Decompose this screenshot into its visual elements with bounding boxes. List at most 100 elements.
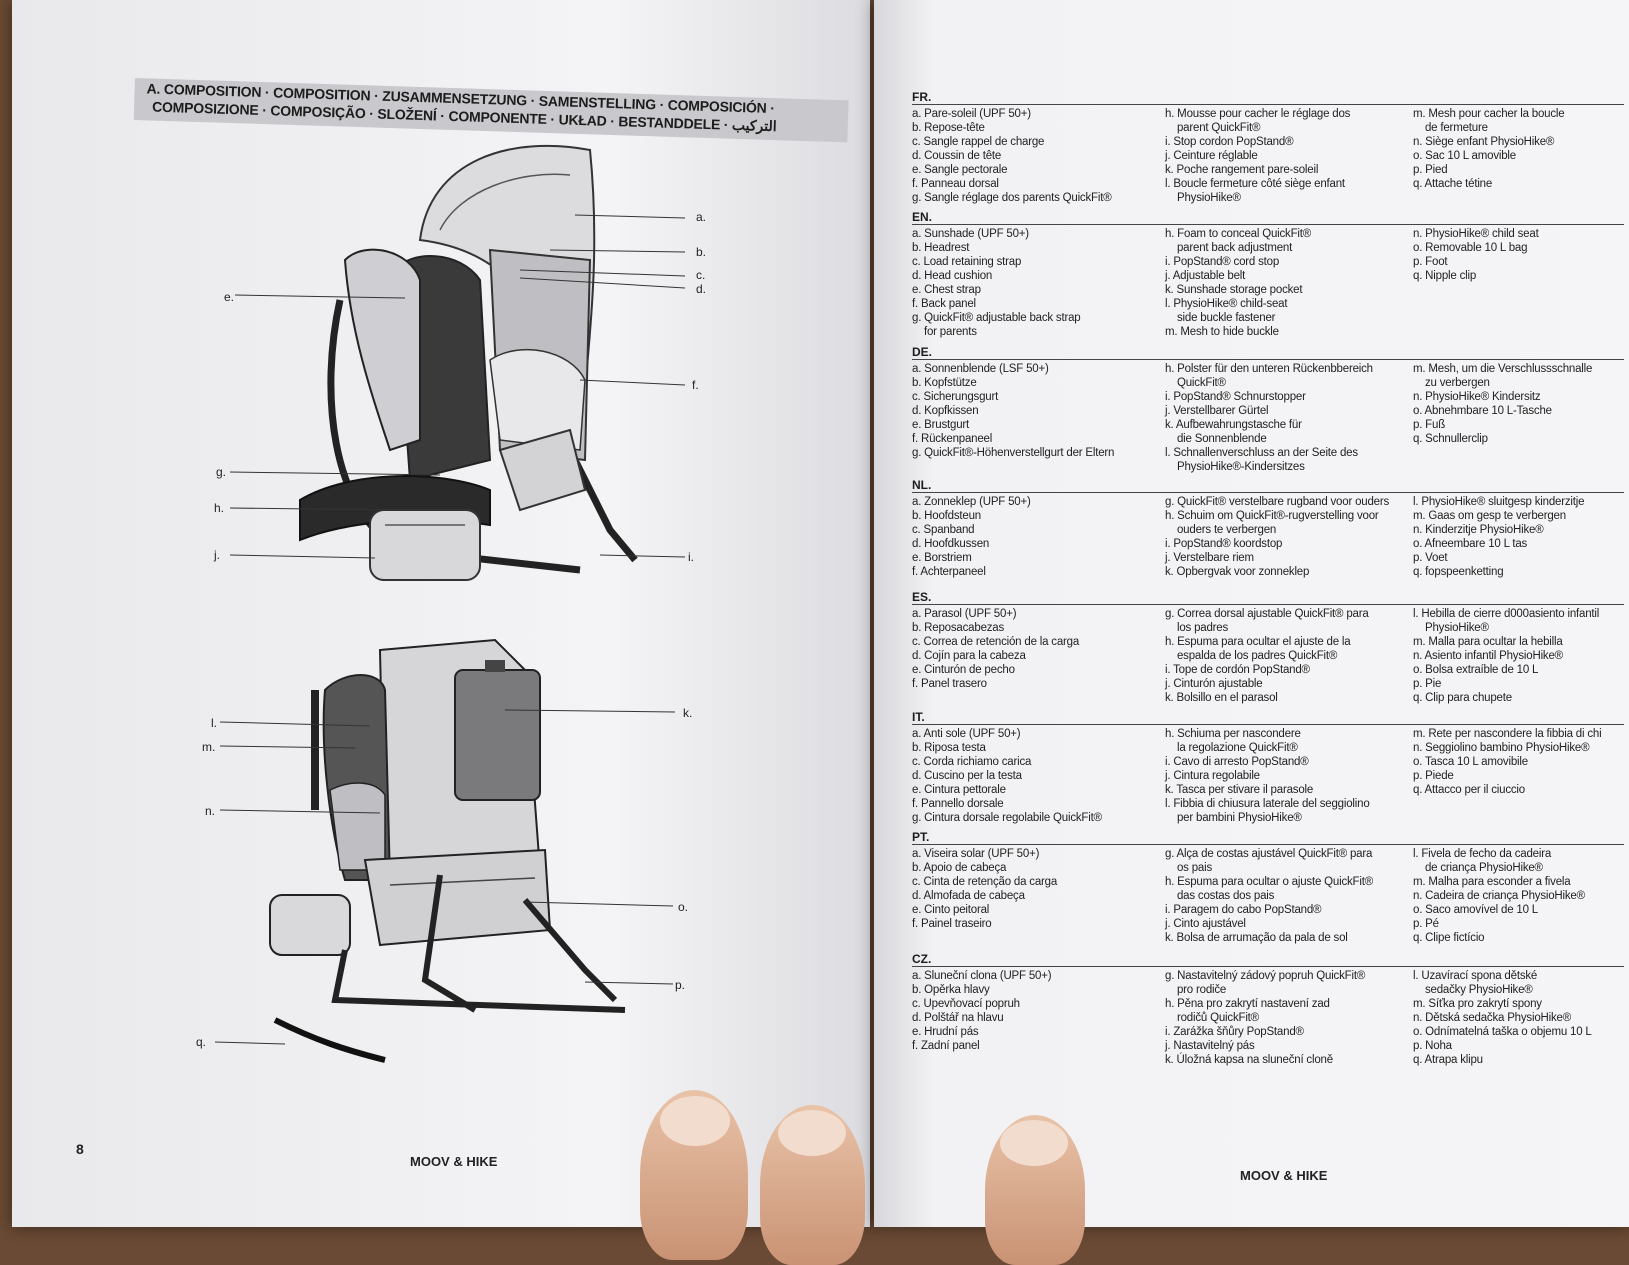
part-item: i. Cavo di arresto PopStand® <box>1165 756 1309 768</box>
part-item: p. Pé <box>1413 918 1439 930</box>
carrier-front-illustration <box>229 144 686 581</box>
part-item: b. Riposa testa <box>912 742 986 754</box>
lang-code: NL. <box>912 478 932 492</box>
label-e: e. <box>224 290 235 304</box>
part-item: c. Sicherungsgurt <box>912 391 999 403</box>
part-item: m. Síťka pro zakrytí spony <box>1413 998 1542 1010</box>
part-item: g. Alça de costas ajustável QuickFit® pa… <box>1165 848 1373 874</box>
part-item: l. Uzavírací spona dětské sedačky Physio… <box>1413 970 1538 996</box>
part-item: p. Noha <box>1413 1040 1452 1052</box>
part-item: k. Tasca per stivare il parasole <box>1165 784 1314 796</box>
part-item: l. Boucle fermeture côté siège enfant Ph… <box>1165 178 1345 204</box>
part-item: q. Schnullerclip <box>1413 433 1488 445</box>
part-item: f. Zadní panel <box>912 1040 980 1052</box>
parts-column: h. Polster für den unteren Rückenbbereic… <box>1165 362 1413 474</box>
parts-column: l. Uzavírací spona dětské sedačky Physio… <box>1413 969 1624 1067</box>
parts-column: g. QuickFit® verstelbare rugband voor ou… <box>1165 495 1413 579</box>
part-item: b. Opěrka hlavy <box>912 984 990 996</box>
label-k: k. <box>683 706 693 720</box>
part-item: l. Fivela de fecho da cadeira de criança… <box>1413 848 1552 874</box>
part-item: b. Headrest <box>912 242 970 254</box>
part-item: q. Clipe fictício <box>1413 932 1485 944</box>
label-h: h. <box>214 501 225 515</box>
section-rule <box>912 966 1624 967</box>
part-item: d. Almofada de cabeça <box>912 890 1025 902</box>
part-item: p. Voet <box>1413 552 1448 564</box>
part-item: n. Seggiolino bambino PhysioHike® <box>1413 742 1590 754</box>
part-item: p. Piede <box>1413 770 1454 782</box>
section-rule <box>912 844 1624 845</box>
part-item: f. Panneau dorsal <box>912 178 999 190</box>
finger-nail <box>1000 1120 1068 1166</box>
part-item: d. Kopfkissen <box>912 405 979 417</box>
part-item: g. QuickFit® adjustable back strap for p… <box>912 312 1081 338</box>
parts-column: g. Nastavitelný zádový popruh QuickFit® … <box>1165 969 1413 1067</box>
parts-column: h. Foam to conceal QuickFit® parent back… <box>1165 227 1413 339</box>
part-item: a. Sonnenblende (LSF 50+) <box>912 363 1049 375</box>
label-i: i. <box>688 550 694 564</box>
part-item: e. Sangle pectorale <box>912 164 1008 176</box>
lang-section-cz: CZ.a. Sluneční clona (UPF 50+)b. Opěrka … <box>912 952 1624 1067</box>
lang-section-pt: PT. a. Viseira solar (UPF 50+)b. Apoio de… <box>912 830 1624 945</box>
part-item: k. Sunshade storage pocket <box>1165 284 1303 296</box>
parts-column: m. Mesh pour cacher la boucle de fermetu… <box>1413 107 1624 205</box>
label-c: c. <box>696 268 706 282</box>
part-item: h. Schuim om QuickFit®-rugverstelling vo… <box>1165 510 1379 536</box>
lang-code: PT. <box>912 830 930 844</box>
part-item: b. Hoofdsteun <box>912 510 982 522</box>
part-item: i. PopStand® cord stop <box>1165 256 1280 268</box>
part-item: l. Fibbia di chiusura laterale del seggi… <box>1165 798 1370 824</box>
part-item: i. Stop cordon PopStand® <box>1165 136 1294 148</box>
finger-nail <box>660 1096 730 1146</box>
part-item: n. Asiento infantil PhysioHike® <box>1413 650 1563 662</box>
part-item: d. Coussin de tête <box>912 150 1002 162</box>
part-item: i. Paragem do cabo PopStand® <box>1165 904 1322 916</box>
part-item: c. Correa de retención de la carga <box>912 636 1080 648</box>
part-item: q. Atrapa klipu <box>1413 1054 1483 1066</box>
part-item: d. Polštář na hlavu <box>912 1012 1004 1024</box>
part-item: l. PhysioHike® sluitgesp kinderzitje <box>1413 496 1585 508</box>
part-item: e. Cinto peitoral <box>912 904 990 916</box>
part-item: a. Viseira solar (UPF 50+) <box>912 848 1040 860</box>
part-item: l. Schnallenverschluss an der Seite des … <box>1165 447 1358 473</box>
part-item: b. Kopfstütze <box>912 377 977 389</box>
parts-column: h. Schiuma per nascondere la regolazione… <box>1165 727 1413 825</box>
parts-columns: a. Viseira solar (UPF 50+)b. Apoio de ca… <box>912 847 1624 945</box>
part-item: m. Mesh pour cacher la boucle de fermetu… <box>1413 108 1565 134</box>
part-item: j. Cintura regolabile <box>1165 770 1260 782</box>
part-item: f. Rückenpaneel <box>912 433 993 445</box>
lang-code: IT. <box>912 710 925 724</box>
part-item: n. Kinderzitje PhysioHike® <box>1413 524 1544 536</box>
part-item: d. Cuscino per la testa <box>912 770 1022 782</box>
part-item: a. Parasol (UPF 50+) <box>912 608 1017 620</box>
parts-column: l. PhysioHike® sluitgesp kinderzitje m. G… <box>1413 495 1624 579</box>
part-item: m. Gaas om gesp te verbergen <box>1413 510 1566 522</box>
part-item: j. Nastavitelný pás <box>1165 1040 1255 1052</box>
part-item: k. Bolsillo en el parasol <box>1165 692 1278 704</box>
part-item: q. fopspeenketting <box>1413 566 1504 578</box>
part-item: a. Pare-soleil (UPF 50+) <box>912 108 1031 120</box>
part-item: h. Foam to conceal QuickFit® parent back… <box>1165 228 1312 254</box>
part-item: h. Polster für den unteren Rückenbbereic… <box>1165 363 1373 389</box>
part-item: e. Brustgurt <box>912 419 970 431</box>
part-item: g. QuickFit®-Höhenverstellgurt der Elter… <box>912 447 1115 459</box>
part-item: n. PhysioHike® Kindersitz <box>1413 391 1541 403</box>
part-item: c. Corda richiamo carica <box>912 756 1032 768</box>
part-item: o. Tasca 10 L amovibile <box>1413 756 1528 768</box>
part-item: q. Attacco per il ciuccio <box>1413 784 1525 796</box>
label-p: p. <box>675 978 686 992</box>
part-item: c. Spanband <box>912 524 975 536</box>
part-item: m. Mesh to hide buckle <box>1165 326 1279 338</box>
label-a: a. <box>696 210 707 224</box>
lang-section-fr: FR.a. Pare-soleil (UPF 50+)b. Repose-têt… <box>912 90 1624 205</box>
parts-column: g. Correa dorsal ajustable QuickFit® par… <box>1165 607 1413 705</box>
part-item: p. Foot <box>1413 256 1448 268</box>
label-q: q. <box>196 1035 207 1049</box>
